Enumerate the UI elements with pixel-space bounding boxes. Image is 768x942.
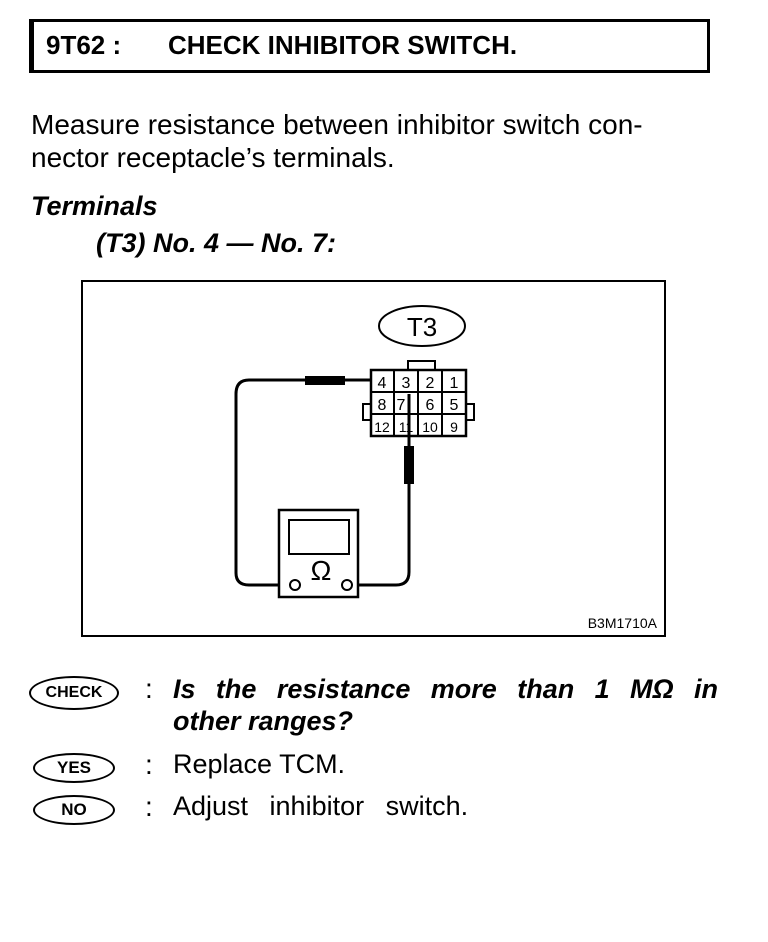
check-question-line-2: other ranges? — [173, 706, 354, 736]
section-code: 9T62 : — [46, 30, 122, 60]
terminals-heading: Terminals — [31, 191, 158, 221]
connector-label-ellipse — [378, 305, 466, 347]
check-colon: : — [145, 673, 153, 704]
pin-label: 3 — [402, 375, 411, 392]
connector-t3 — [362, 360, 475, 438]
pin-label: 12 — [374, 419, 390, 435]
wiring-diagram-svg: T3 4 3 2 1 8 7 6 5 12 11 10 9 — [234, 305, 658, 631]
instruction-line-2: nector receptacle’s terminals. — [31, 142, 395, 173]
probe-lead-left — [234, 376, 371, 587]
no-badge: NO — [33, 795, 115, 825]
instruction-line-1: Measure resistance between inhibitor swi… — [31, 109, 643, 140]
pin-label: 11 — [399, 419, 414, 435]
pin-label: 5 — [450, 397, 459, 414]
section-title: CHECK INHIBITOR SWITCH. — [168, 30, 518, 60]
ohmmeter-terminal-left — [289, 579, 301, 591]
pin-label: 4 — [378, 375, 387, 392]
ohm-symbol: Ω — [311, 555, 332, 586]
check-question-line-1: Is the resistance more than 1 MΩ in — [173, 674, 718, 704]
check-badge: CHECK — [29, 676, 119, 710]
yes-action: Replace TCM. — [173, 749, 346, 779]
figure-id: B3M1710A — [588, 615, 658, 631]
wiring-diagram: T3 4 3 2 1 8 7 6 5 12 11 10 9 — [81, 280, 666, 637]
pin-label: 8 — [378, 397, 387, 414]
yes-badge: YES — [33, 753, 115, 783]
pin-label: 6 — [426, 397, 435, 414]
no-action: Adjust inhibitor switch. — [173, 791, 469, 821]
check-question: Is the resistance more than 1 MΩ in othe… — [173, 673, 718, 737]
no-colon: : — [145, 791, 153, 822]
pin-label: 7 — [397, 397, 406, 414]
connector-label: T3 — [407, 312, 437, 342]
instruction-text: Measure resistance between inhibitor swi… — [31, 108, 721, 174]
ohmmeter: Ω — [277, 508, 360, 599]
connector-latch — [407, 360, 436, 371]
pin-label: 10 — [422, 419, 438, 435]
connector-pin-numbers: 4 3 2 1 8 7 6 5 12 11 10 9 — [374, 375, 458, 435]
yes-colon: : — [145, 749, 153, 780]
probe-lead-right — [353, 394, 414, 587]
ohmmeter-terminal-right — [341, 579, 353, 591]
terminals-value: (T3) No. 4 — No. 7: — [96, 228, 337, 258]
pin-label: 2 — [426, 375, 435, 392]
section-title-box: 9T62 : CHECK INHIBITOR SWITCH. — [29, 19, 710, 73]
pin-label: 1 — [450, 375, 459, 392]
pin-label: 9 — [450, 419, 458, 435]
ohmmeter-display — [288, 519, 350, 555]
